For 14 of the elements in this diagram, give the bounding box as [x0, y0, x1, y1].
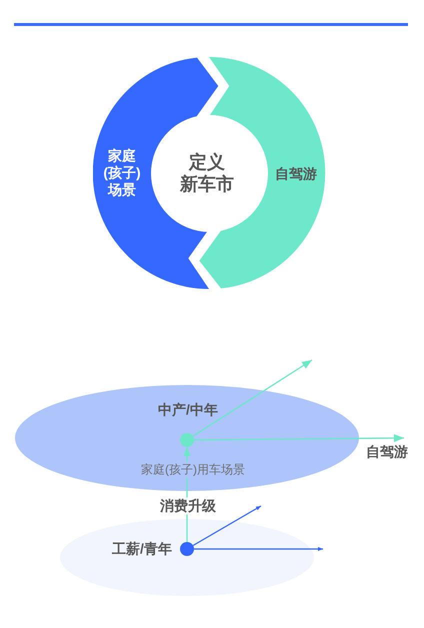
arrow: [192, 505, 262, 546]
arrow: [194, 434, 404, 442]
region-label: 中产/中年: [158, 402, 218, 418]
arrow: [192, 359, 312, 437]
ellipse-region: [15, 385, 359, 491]
segment-label: 自驾游: [275, 166, 317, 182]
arrow: [194, 547, 323, 551]
region-label: 工薪/青年: [112, 540, 172, 558]
region-caption: 家庭(孩子)用车场景: [141, 462, 245, 478]
center-label: 定义新车市: [178, 151, 235, 195]
ellipse-region: [60, 519, 314, 596]
segment-label: 家庭(孩子)场景: [102, 148, 142, 198]
edge-label: 消费升级: [158, 498, 218, 514]
edge-label: 自驾游: [366, 444, 408, 460]
